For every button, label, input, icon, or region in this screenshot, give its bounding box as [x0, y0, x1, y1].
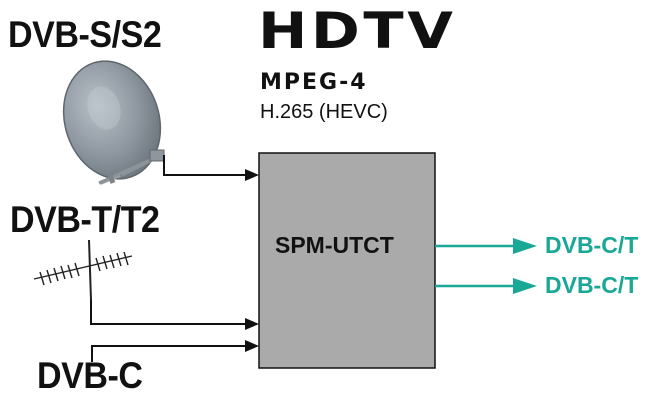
cable-connection-line [91, 345, 247, 362]
spm-utct-box [258, 152, 436, 369]
cable-input-label: DVB-C [37, 355, 143, 396]
hdtv-title: HDTV [258, 2, 457, 60]
satellite-dish-icon [62, 60, 165, 185]
terrestrial-connection-line [90, 300, 247, 325]
input-connections [90, 155, 259, 362]
cable-arrowhead [245, 340, 259, 352]
output-label-2: DVB-C/T [545, 272, 639, 298]
satellite-input-label: DVB-S/S2 [8, 14, 162, 55]
output-label-1: DVB-C/T [545, 232, 639, 258]
device-label: SPM-UTCT [275, 232, 394, 258]
satellite-connection-line [163, 155, 247, 176]
satellite-arrowhead [245, 169, 259, 181]
terrestrial-arrowhead [245, 318, 259, 330]
terrestrial-input-label: DVB-T/T2 [10, 199, 160, 240]
output-connections [435, 238, 537, 294]
codec-primary: MPEG-4 [260, 70, 368, 95]
yagi-antenna-icon [33, 239, 133, 301]
output-arrowhead-1 [513, 238, 537, 254]
codec-secondary: H.265 (HEVC) [260, 101, 388, 123]
output-arrowhead-2 [513, 278, 537, 294]
